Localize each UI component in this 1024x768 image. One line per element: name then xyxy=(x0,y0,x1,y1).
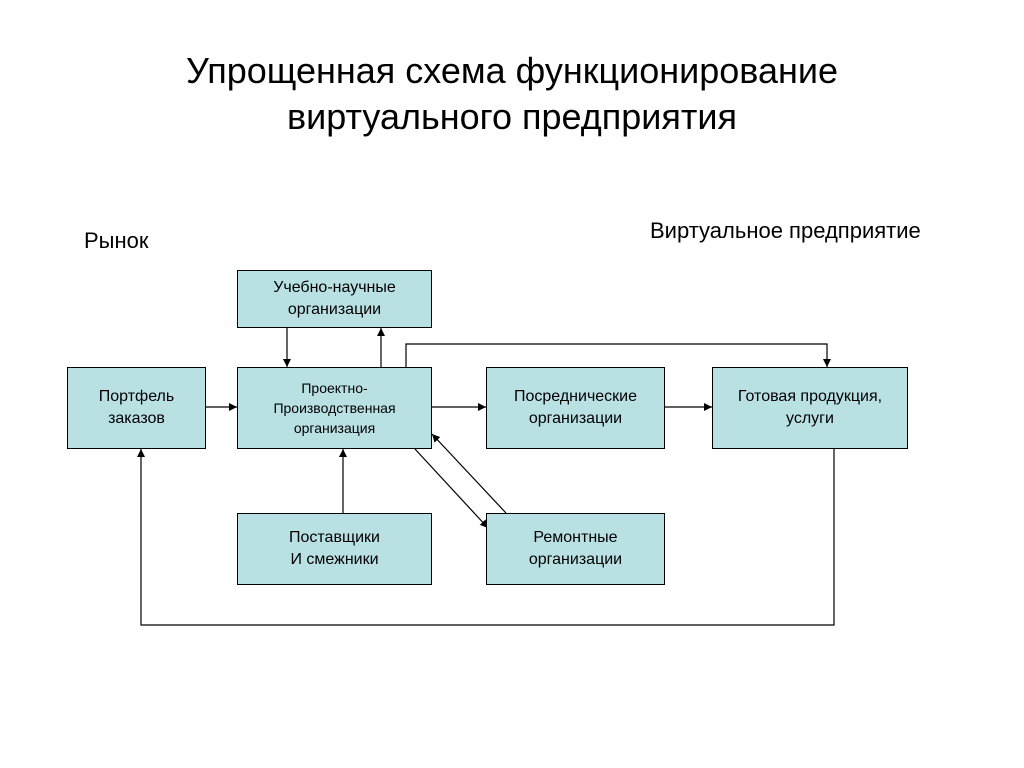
node-order-portfolio: Портфель заказов xyxy=(67,367,206,449)
node-finished-products: Готовая продукция, услуги xyxy=(712,367,908,449)
node-label-line: Посреднические xyxy=(513,388,638,405)
node-label-line: организации xyxy=(528,551,623,568)
node-educational-organizations: Учебно-научные организации xyxy=(237,270,432,328)
node-label-line: заказов xyxy=(108,410,165,427)
node-label-line: организации xyxy=(287,301,382,318)
node-label-line: Учебно-научные xyxy=(273,279,396,296)
node-label-line: Портфель xyxy=(98,388,175,405)
page-title: Упрощенная схема функционирование виртуа… xyxy=(0,48,1024,140)
node-label-line: Ремонтные xyxy=(533,529,618,546)
title-line-1: Упрощенная схема функционирование xyxy=(185,50,839,91)
arrow-finished-to-portfolio xyxy=(137,449,835,626)
node-label-line: Готовая продукция, xyxy=(737,388,883,405)
node-label-line: Проектно- xyxy=(301,380,368,396)
title-line-2: виртуального предприятия xyxy=(287,96,737,137)
node-suppliers: Поставщики И смежники xyxy=(237,513,432,585)
arrow-design-to-repair xyxy=(414,448,489,529)
node-label-line: И смежники xyxy=(290,551,379,568)
node-repair-organizations: Ремонтные организации xyxy=(486,513,665,585)
node-label-line: организация xyxy=(293,420,376,436)
node-label-line: Производственная xyxy=(273,400,396,416)
virtual-enterprise-label: Виртуальное предприятие xyxy=(650,218,921,243)
market-label: Рынок xyxy=(84,228,149,253)
arrow-design-to-finished xyxy=(405,343,831,367)
node-label-line: организации xyxy=(528,410,623,427)
node-intermediary-organizations: Посреднические организации xyxy=(486,367,665,449)
node-label-line: услуги xyxy=(786,410,834,427)
node-label-line: Поставщики xyxy=(289,529,380,546)
arrow-repair-to-design xyxy=(431,433,507,514)
node-design-production-organization: Проектно- Производственная организация xyxy=(237,367,432,449)
